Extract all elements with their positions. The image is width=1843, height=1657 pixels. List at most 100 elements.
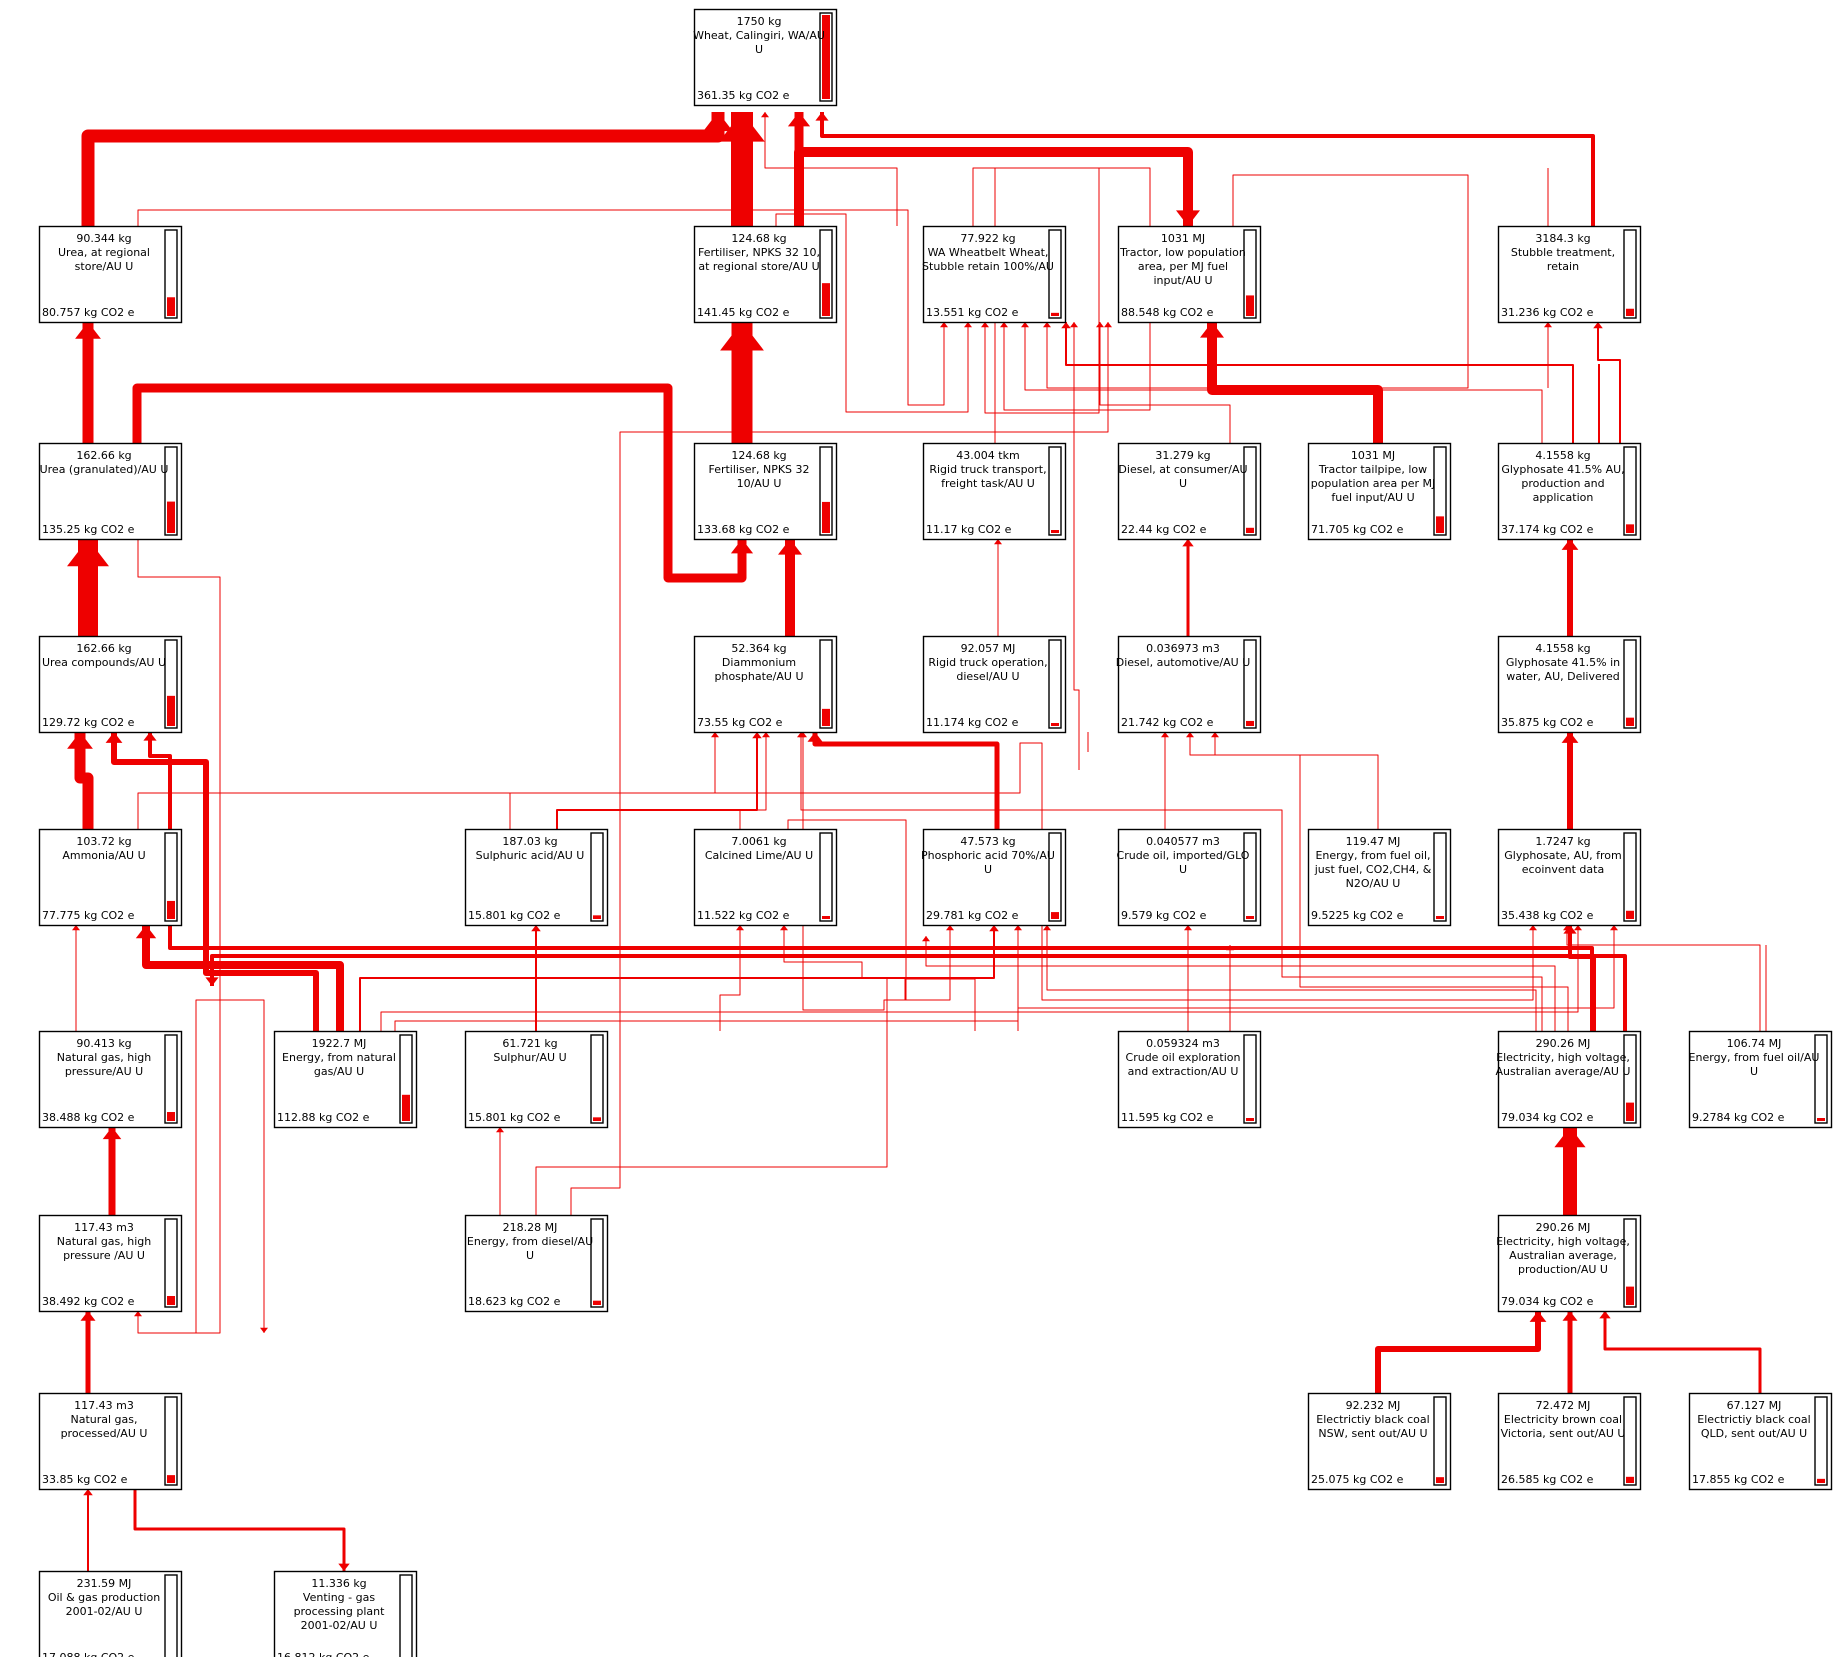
node-label: Diesel, at consumer/AU bbox=[1118, 463, 1247, 476]
process-box bbox=[922, 442, 1067, 541]
node-label: Australian average, bbox=[1509, 1249, 1617, 1262]
flow-link bbox=[787, 732, 907, 1011]
node-amount: 1922.7 MJ bbox=[312, 1037, 367, 1050]
impact-bar-fill bbox=[1626, 1286, 1634, 1305]
node-amount: 3184.3 kg bbox=[1535, 232, 1590, 245]
node-impact: 9.5225 kg CO2 e bbox=[1311, 909, 1404, 922]
impact-bar-frame bbox=[1243, 832, 1257, 922]
flow-link bbox=[74, 732, 94, 829]
node-impact: 361.35 kg CO2 e bbox=[697, 89, 790, 102]
node-label: Fertiliser, NPKS 32 10, bbox=[698, 246, 820, 259]
node-impact: 29.781 kg CO2 e bbox=[926, 909, 1019, 922]
node-label: production and bbox=[1521, 477, 1604, 490]
node-label: application bbox=[1533, 491, 1594, 504]
node-amount: 187.03 kg bbox=[502, 835, 557, 848]
node-label: Natural gas, high bbox=[57, 1235, 152, 1248]
impact-bar-frame bbox=[1048, 639, 1062, 729]
node-impact: 133.68 kg CO2 e bbox=[697, 523, 790, 536]
flow-arrowhead bbox=[83, 1489, 93, 1496]
node-amount: 117.43 m3 bbox=[74, 1221, 134, 1234]
flow-link bbox=[1024, 322, 1543, 443]
node-amount: 218.28 MJ bbox=[503, 1221, 558, 1234]
node-label: Urea, at regional bbox=[58, 246, 150, 259]
impact-bar-frame bbox=[164, 1034, 178, 1124]
flow-link bbox=[1046, 174, 1469, 389]
impact-bar-frame bbox=[164, 832, 178, 922]
flow-arrowhead bbox=[143, 732, 157, 741]
flow-arrowhead bbox=[1563, 925, 1571, 931]
node-amount: 43.004 tkm bbox=[956, 449, 1019, 462]
node-label: Natural gas, high bbox=[57, 1051, 152, 1064]
node-label: U bbox=[526, 1249, 534, 1262]
impact-bar-fill bbox=[593, 1300, 601, 1305]
node-amount: 124.68 kg bbox=[731, 449, 786, 462]
flow-arrowhead bbox=[1000, 322, 1008, 328]
flow-link bbox=[380, 925, 1579, 1031]
node-label: Tractor, low population bbox=[1119, 246, 1246, 259]
node-impact: 37.174 kg CO2 e bbox=[1501, 523, 1594, 536]
flow-arrowhead bbox=[67, 539, 109, 567]
node-label: Crude oil, imported/GLO bbox=[1117, 849, 1250, 862]
node-amount: 0.036973 m3 bbox=[1146, 642, 1220, 655]
impact-bar-frame bbox=[1623, 1034, 1637, 1124]
node-impact: 25.075 kg CO2 e bbox=[1311, 1473, 1404, 1486]
flow-link bbox=[794, 112, 1193, 226]
node-impact: 18.623 kg CO2 e bbox=[468, 1295, 561, 1308]
node-impact: 79.034 kg CO2 e bbox=[1501, 1111, 1594, 1124]
impact-bar-fill bbox=[593, 915, 601, 919]
flow-arrowhead bbox=[1070, 322, 1078, 328]
impact-bar-fill bbox=[1626, 524, 1634, 533]
flow-arrowhead bbox=[787, 112, 811, 127]
flow-arrowhead bbox=[815, 112, 829, 121]
process-box bbox=[1688, 1392, 1833, 1491]
flow-link bbox=[794, 147, 1193, 226]
node-label: Electricity brown coal bbox=[1504, 1413, 1622, 1426]
node-amount: 90.413 kg bbox=[76, 1037, 131, 1050]
node-amount: 47.573 kg bbox=[960, 835, 1015, 848]
node-label: N2O/AU U bbox=[1346, 877, 1401, 890]
node-label: Stubble treatment, bbox=[1511, 246, 1615, 259]
flow-link bbox=[1189, 732, 1379, 829]
flow-link bbox=[812, 732, 1000, 829]
